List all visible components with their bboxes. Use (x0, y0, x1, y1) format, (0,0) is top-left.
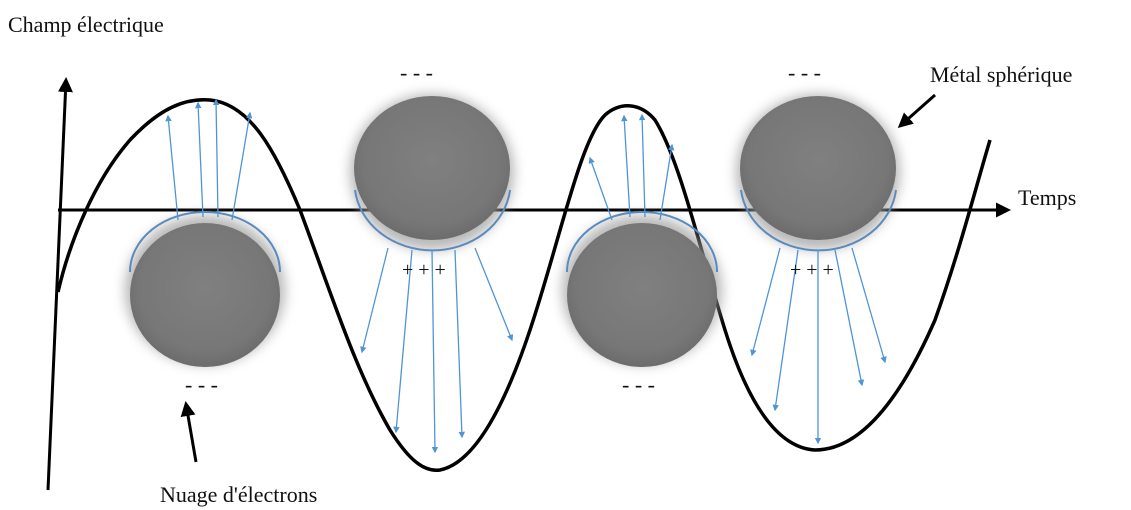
cloud-pointer-arrow (180, 401, 198, 463)
plus-signs-1: + + + (402, 259, 446, 281)
minus-signs-top-2: - - - (788, 60, 821, 85)
field-curve (56, 98, 992, 472)
y-axis-label: Champ électrique (8, 12, 164, 37)
metal-sphere-4 (736, 94, 900, 252)
minus-signs-bottom-2: - - - (622, 372, 655, 397)
x-axis-label: Temps (1018, 185, 1076, 210)
plus-signs-2: + + + (790, 259, 834, 281)
minus-signs-top-1: - - - (400, 60, 433, 85)
metal-sphere-1 (125, 211, 285, 367)
metal-label: Métal sphérique (930, 62, 1072, 87)
metal-sphere-3 (562, 211, 722, 367)
minus-signs-bottom-1: - - - (185, 372, 218, 397)
field-lines-2 (360, 247, 514, 454)
field-lines-3 (588, 113, 675, 221)
field-lines-1 (165, 98, 253, 221)
field-lines-4 (750, 247, 887, 445)
cloud-label: Nuage d'électrons (160, 482, 317, 507)
metal-sphere-2 (350, 94, 514, 252)
metal-pointer-arrow (897, 93, 936, 128)
y-axis (46, 77, 73, 491)
